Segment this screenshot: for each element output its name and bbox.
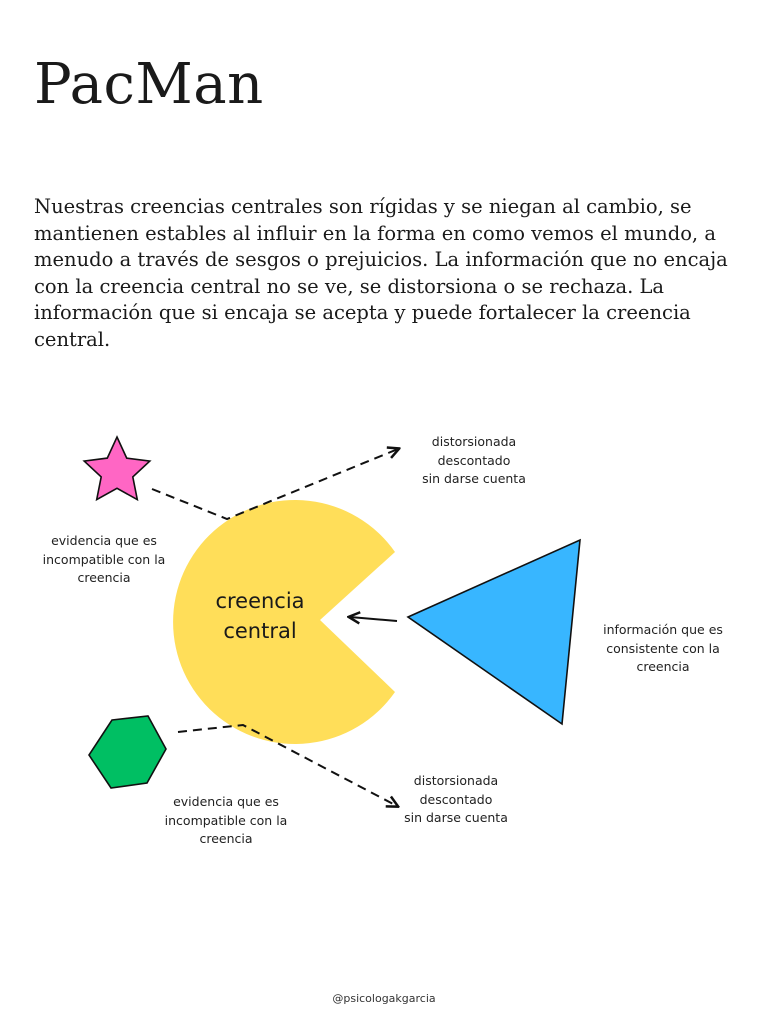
triangle-icon (406, 538, 581, 726)
intro-paragraph: Nuestras creencias centrales son rígidas… (34, 195, 728, 351)
label-line: evidencia que es (51, 533, 157, 548)
author-handle: @psicologakgarcia (332, 992, 436, 1005)
label-line: incompatible con la (164, 812, 288, 828)
label-line: creencia (77, 570, 131, 585)
central-belief-line: central (223, 619, 297, 643)
top-outcome-label: distorsionada descontado sin darse cuent… (398, 433, 550, 489)
label-line: distorsionada (413, 773, 499, 788)
pacman-shape (173, 499, 395, 744)
triangle-label: información que es consistente con la cr… (578, 621, 748, 677)
hexagon-label: evidencia que es incompatible con la cre… (142, 793, 310, 849)
star-deflection-arrow (151, 449, 398, 521)
label-line: evidencia que es (173, 794, 279, 809)
label-line: sin darse cuenta (422, 471, 526, 486)
label-line: consistente con la (606, 640, 720, 656)
hexagon-icon (88, 715, 167, 789)
bottom-outcome-label: distorsionada descontado sin darse cuent… (380, 772, 532, 828)
star-icon (82, 435, 152, 502)
page-title: PacMan (34, 52, 264, 117)
label-line: distorsionada (431, 434, 517, 449)
label-line: información que es (603, 622, 723, 637)
label-line: creencia (636, 659, 690, 674)
label-line: descontado (437, 452, 511, 468)
label-line: descontado (419, 791, 493, 807)
central-belief-line: creencia (215, 589, 305, 613)
label-line: incompatible con la (42, 551, 166, 567)
label-line: sin darse cuenta (404, 810, 508, 825)
hexagon-deflection-arrow (177, 723, 397, 806)
label-line: creencia (199, 831, 253, 846)
consistent-info-arrow (350, 617, 398, 621)
star-label: evidencia que es incompatible con la cre… (20, 532, 188, 588)
central-belief-label: creencia central (190, 586, 330, 646)
